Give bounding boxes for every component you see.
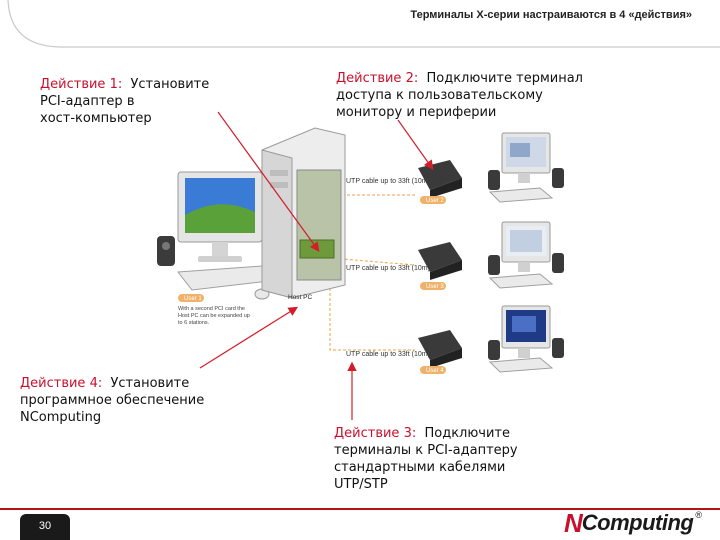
page-badge	[20, 514, 70, 540]
step-1-heading: Действие 1:	[40, 77, 123, 92]
footer-rule	[0, 508, 720, 510]
step-3-line-4: UTP/STP	[334, 477, 388, 492]
step-1-text: Действие 1: Установите PCI-адаптер в хос…	[40, 76, 270, 127]
host-monitor	[177, 171, 263, 262]
step-2-heading: Действие 2:	[336, 71, 419, 86]
cable-label-1: UTP cable up to 33ft (10m)	[346, 178, 430, 185]
svg-text:User 2: User 2	[426, 198, 444, 204]
network-diagram: UTP cable up to 33ft (10m) UTP cable up …	[157, 111, 564, 420]
step-2-line-1: Подключите терминал	[426, 71, 583, 86]
arrow-step-4	[199, 306, 299, 369]
slide-title: Терминалы Х-серии настраиваются в 4 «дей…	[410, 9, 692, 21]
cable-label-2: UTP cable up to 33ft (10m)	[346, 265, 430, 272]
header-rule	[7, 0, 720, 48]
step-4-text: Действие 4: Установите программное обесп…	[20, 375, 260, 426]
step-3-line-1: Подключите	[424, 426, 511, 441]
logo-prefix: N	[563, 507, 583, 538]
note-line-3: to 6 stations.	[178, 320, 210, 326]
step-4-heading: Действие 4:	[20, 376, 103, 391]
pointer-arrows	[199, 111, 434, 420]
step-4-line-3: NComputing	[20, 410, 102, 425]
step-1-line-1: Установите	[130, 77, 210, 92]
note-line-2: Host PC can be expanded up	[178, 313, 250, 319]
user-tag-4: User 4	[420, 366, 446, 374]
user-tag-3: User 3	[420, 282, 446, 290]
arrow-step-2	[397, 119, 434, 170]
step-4-line-1: Установите	[110, 376, 190, 391]
user-tag-2: User 2	[420, 196, 446, 204]
station-user-2	[418, 132, 564, 203]
cable-label-3: UTP cable up to 33ft (10m)	[346, 351, 430, 358]
step-1-line-3: хост-компьютер	[40, 111, 152, 126]
step-2-line-2: доступа к пользовательскому	[336, 88, 543, 103]
station-user-3	[418, 221, 564, 289]
registered-mark: ®	[695, 510, 702, 520]
user-tag-host: User 1	[178, 294, 204, 302]
step-3-text: Действие 3: Подключите терминалы к PCI-а…	[334, 425, 584, 493]
svg-text:User 3: User 3	[426, 284, 444, 290]
host-pc-label: Host PC	[288, 294, 313, 301]
station-user-4	[418, 305, 564, 373]
footer	[0, 508, 720, 540]
host-speaker	[157, 236, 175, 266]
step-2-text: Действие 2: Подключите терминал доступа …	[336, 70, 636, 121]
step-4-line-2: программное обеспечение	[20, 393, 205, 408]
svg-text:User 1: User 1	[184, 296, 202, 302]
step-3-line-3: стандартными кабелями	[334, 460, 506, 475]
host-pc-tower	[261, 127, 346, 299]
logo-wordmark: Computing	[581, 510, 694, 535]
step-3-heading: Действие 3:	[334, 426, 417, 441]
arrow-step-1	[217, 111, 320, 252]
step-2-line-3: монитору и периферии	[336, 105, 497, 120]
note-line-1: With a second PCI card the	[178, 306, 245, 312]
svg-text:User 4: User 4	[426, 368, 444, 374]
ncomputing-logo: N Computing ®	[564, 508, 702, 538]
step-3-line-2: терминалы к PCI-адаптеру	[334, 443, 518, 458]
page-number: 30	[38, 520, 52, 532]
step-1-line-2: PCI-адаптер в	[40, 94, 135, 109]
